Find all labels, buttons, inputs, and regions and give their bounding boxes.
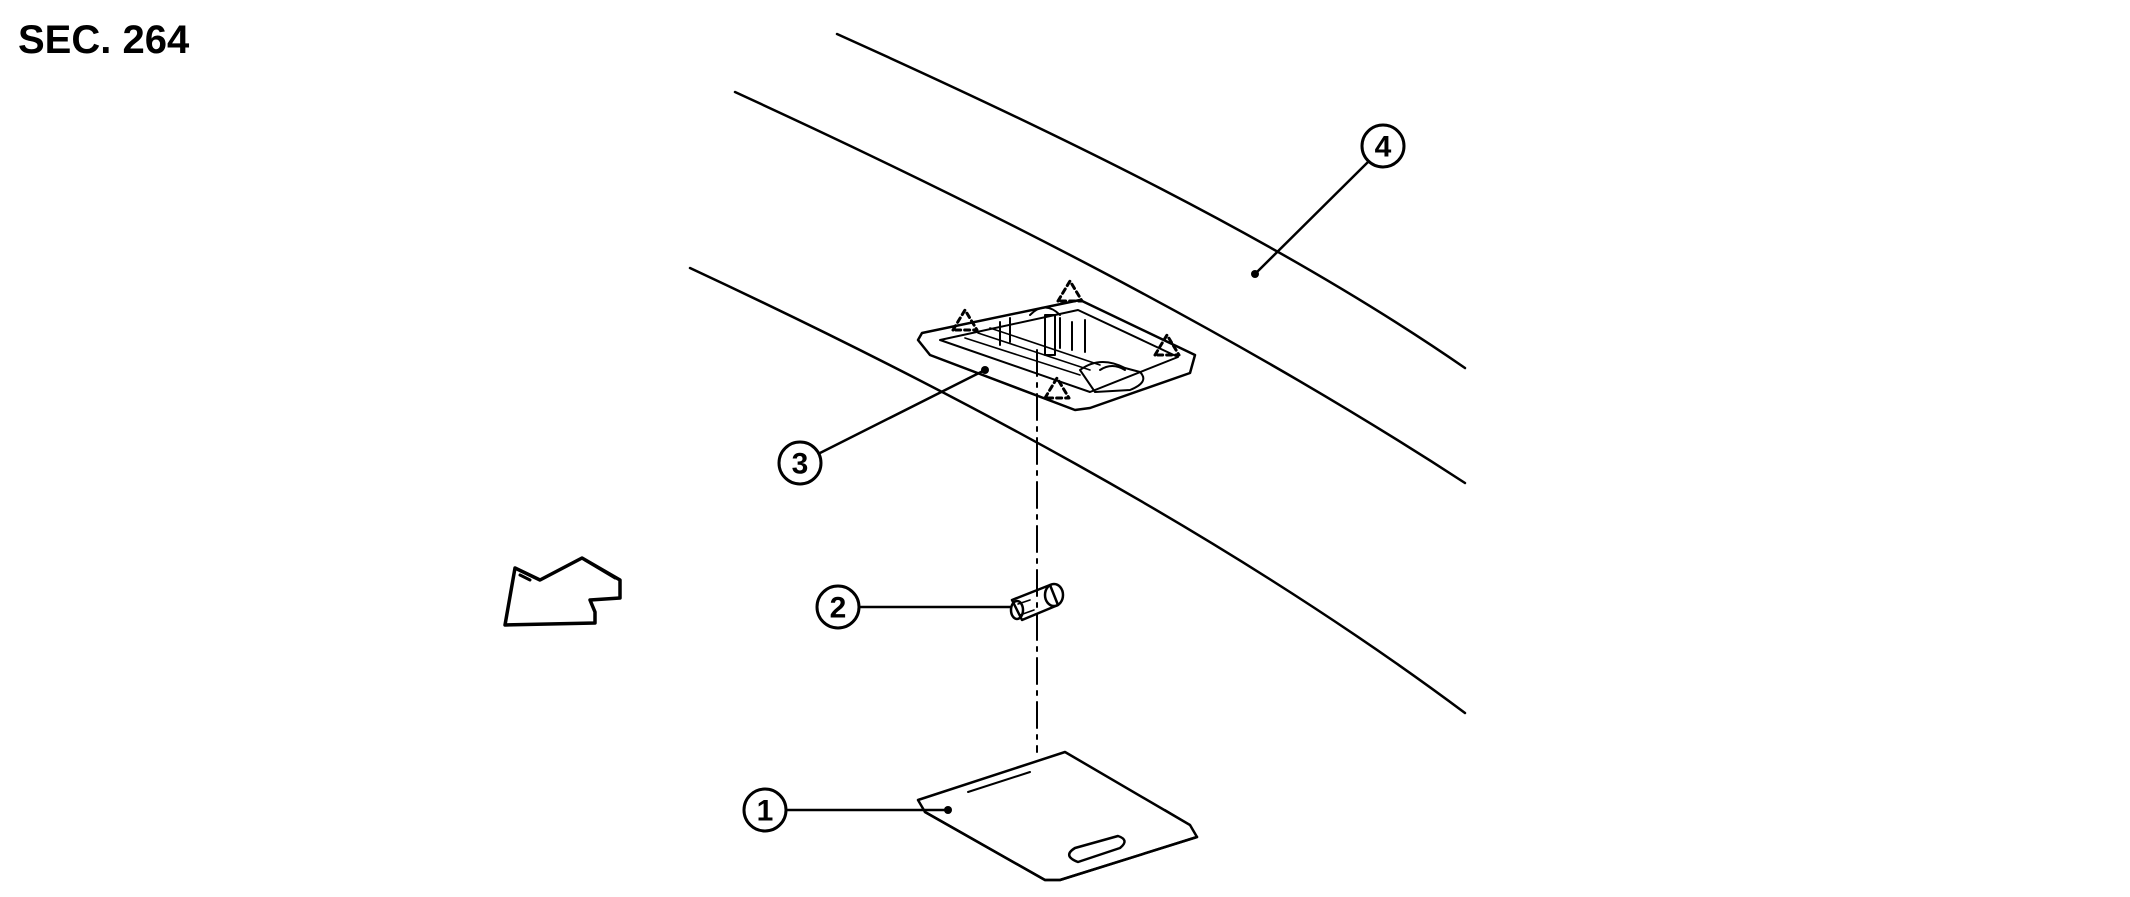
headlining-edge-upper: [835, 32, 1467, 370]
callout-2-label: 2: [830, 592, 847, 625]
section-label: SEC. 264: [18, 18, 190, 62]
lamp-housing: [916, 279, 1197, 412]
lamp-lens: [916, 750, 1199, 882]
callout-4-label: 4: [1375, 131, 1392, 164]
front-direction-arrow-icon: [503, 556, 622, 627]
leader-line-4: [1253, 160, 1370, 276]
callout-1-label: 1: [757, 795, 774, 828]
bulb: [1009, 582, 1065, 622]
clip-symbol-icon: [951, 279, 1181, 400]
leader-line-3: [818, 368, 987, 455]
headlining-edge-lower: [688, 266, 1467, 715]
callout-2-circle: [815, 584, 861, 630]
callout-3-circle: [777, 440, 823, 486]
callout-4-circle: [1360, 123, 1406, 169]
callout-3-label: 3: [792, 448, 809, 481]
headlining-edge-middle: [733, 90, 1467, 485]
callout-1-circle: [742, 787, 788, 833]
